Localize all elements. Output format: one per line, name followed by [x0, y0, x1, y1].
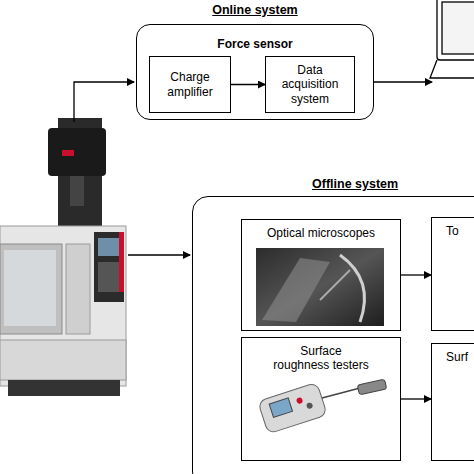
signal-arrow	[74, 82, 134, 122]
roughness-tester-image	[258, 379, 387, 434]
instrument-box: Optical microscopes	[241, 219, 401, 331]
process-box: Charge amplifier	[149, 56, 231, 113]
box-label: Charge amplifier	[150, 70, 230, 99]
box-label: Surface roughness testers	[272, 344, 370, 373]
signal-arrow	[374, 81, 432, 82]
section-heading: Online system	[137, 3, 373, 18]
cnc-machine	[0, 118, 126, 396]
box-label: Data acquisition system	[266, 63, 354, 106]
box-label: Surf	[446, 350, 468, 364]
process-box: Data acquisition system	[265, 56, 355, 113]
flow-arrow	[401, 398, 431, 399]
box-label: Force sensor	[143, 37, 367, 51]
result-box: Surf	[431, 343, 474, 461]
instrument-box: Surface roughness testers	[241, 337, 401, 461]
flow-arrow	[401, 274, 431, 275]
flow-arrow	[231, 84, 265, 85]
microscope-image	[256, 248, 384, 326]
laptop	[430, 0, 474, 78]
system-box: Online systemForce sensorCharge amplifie…	[136, 24, 374, 120]
section-heading: Offline system	[312, 177, 398, 192]
system-box: Offline systemOptical microscopesToSurfa…	[192, 196, 474, 474]
sample-arrow	[128, 254, 190, 255]
box-label: To	[446, 224, 459, 238]
result-box: To	[431, 217, 474, 331]
box-label: Optical microscopes	[248, 226, 394, 240]
